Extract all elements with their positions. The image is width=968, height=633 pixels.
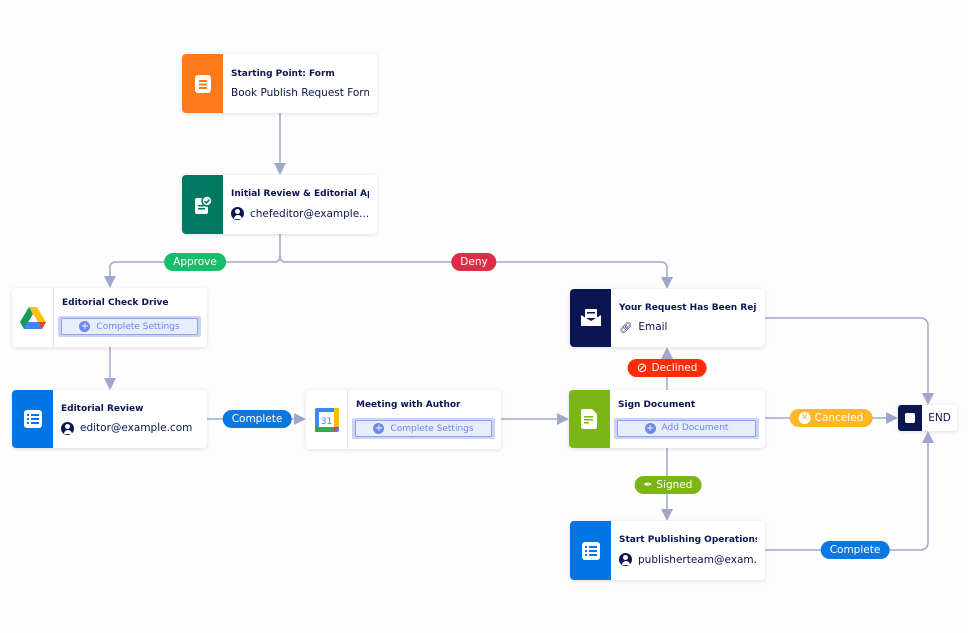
node-subtitle: Book Publish Request Form <box>231 86 369 99</box>
assignee: publisherteam@exam... <box>638 553 757 566</box>
node-title: Initial Review & Editorial App... <box>231 189 369 199</box>
email-icon <box>570 289 611 347</box>
assignee: chefeditor@example.... <box>250 207 369 220</box>
pen-icon: ✒︎ <box>643 479 653 491</box>
x-circle-icon: ✕ <box>798 412 811 424</box>
plus-icon: + <box>644 422 656 434</box>
pill-text: Complete <box>231 413 283 425</box>
button-label: Complete Settings <box>390 423 474 434</box>
assignee: editor@example.com <box>80 422 193 434</box>
node-title: Meeting with Author <box>356 400 461 410</box>
node-title: Editorial Check Drive <box>62 298 169 308</box>
label-declined[interactable]: ⊘Declined <box>627 359 707 377</box>
node-sign-document[interactable]: Sign Document + Add Document <box>569 390 765 448</box>
ban-icon: ⊘ <box>636 360 648 376</box>
label-complete[interactable]: Complete <box>222 410 292 428</box>
pill-text: Canceled <box>814 412 864 424</box>
label-complete-publishing[interactable]: Complete <box>820 541 890 559</box>
form-icon <box>182 54 223 113</box>
pill-text: Declined <box>651 362 698 374</box>
node-title: Start Publishing Operations <box>619 535 757 545</box>
add-document-button[interactable]: + Add Document <box>617 419 756 437</box>
connector-publishing-end <box>765 431 934 551</box>
pill-text: Deny <box>460 256 488 268</box>
user-icon <box>61 421 74 435</box>
node-end[interactable]: END <box>898 405 957 431</box>
plus-icon: + <box>373 423 385 434</box>
node-title: Sign Document <box>618 399 696 410</box>
node-meeting-with-author[interactable]: 31 Meeting with Author + Complete Setting… <box>306 390 501 449</box>
button-label: Add Document <box>661 423 729 433</box>
user-icon <box>619 553 632 566</box>
sign-document-icon <box>569 390 610 448</box>
label-canceled[interactable]: ✕Canceled <box>789 409 873 427</box>
node-start-publishing[interactable]: Start Publishing Operations publishertea… <box>570 521 765 580</box>
node-editorial-check-drive[interactable]: Editorial Check Drive + Complete Settings <box>12 288 207 347</box>
link-icon: 🔗︎ <box>619 321 633 334</box>
node-title: Starting Point: Form <box>231 68 335 79</box>
node-title: Your Request Has Been Rejec... <box>619 302 757 313</box>
label-deny[interactable]: Deny <box>451 253 497 271</box>
connector-deny <box>279 255 673 289</box>
complete-settings-button[interactable]: + Complete Settings <box>61 318 198 335</box>
google-drive-icon <box>12 288 54 347</box>
pill-text: Approve <box>173 256 217 268</box>
node-starting-form[interactable]: Starting Point: Form Book Publish Reques… <box>182 54 377 113</box>
approval-icon <box>182 175 223 234</box>
pill-text: Complete <box>829 544 881 556</box>
node-rejection-email[interactable]: Your Request Has Been Rejec... 🔗︎ Email <box>570 289 765 347</box>
connector-rejected-end <box>765 317 934 405</box>
user-icon <box>231 207 244 220</box>
plus-icon: + <box>79 321 91 332</box>
node-editorial-review[interactable]: Editorial Review editor@example.com <box>12 390 207 448</box>
label-signed[interactable]: ✒︎Signed <box>634 476 702 494</box>
button-label: Complete Settings <box>96 321 180 332</box>
svg-text:31: 31 <box>320 417 331 427</box>
task-list-icon <box>570 521 611 580</box>
node-subtitle: Email <box>638 321 668 333</box>
end-label: END <box>928 412 951 424</box>
label-approve[interactable]: Approve <box>164 253 226 271</box>
node-title: Editorial Review <box>61 403 144 414</box>
node-initial-review[interactable]: Initial Review & Editorial App... chefed… <box>182 175 377 234</box>
stop-icon <box>898 405 922 431</box>
pill-text: Signed <box>656 479 693 491</box>
task-list-icon <box>12 390 53 448</box>
google-calendar-icon: 31 <box>306 390 348 449</box>
complete-settings-button[interactable]: + Complete Settings <box>355 420 492 437</box>
